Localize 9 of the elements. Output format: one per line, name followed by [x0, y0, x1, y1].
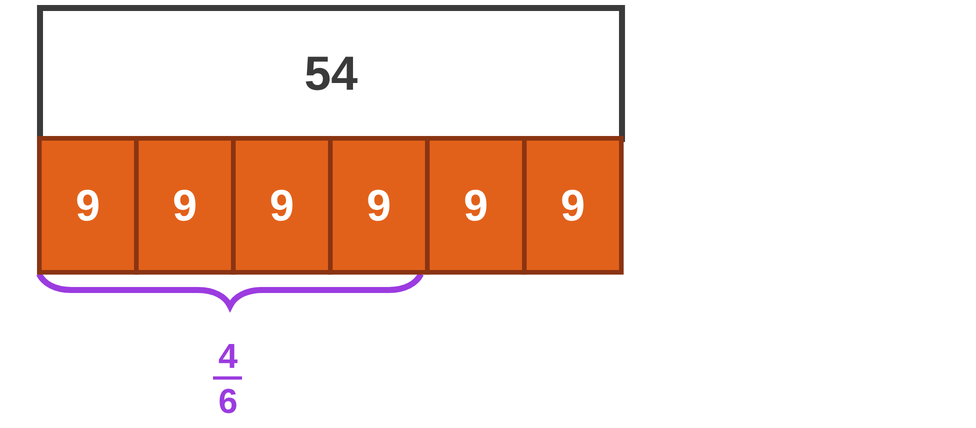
fraction-digit: 6 — [220, 388, 236, 414]
part-cell: 9 — [425, 136, 527, 275]
part-cell: 9 — [522, 136, 624, 275]
part-cell: 9 — [231, 136, 333, 275]
fraction-digit: 4 — [218, 344, 238, 368]
part-cell: 9 — [328, 136, 430, 275]
part-cell: 9 — [134, 136, 236, 275]
part-cell: 9 — [37, 136, 139, 275]
total-box: 54 — [37, 5, 625, 142]
